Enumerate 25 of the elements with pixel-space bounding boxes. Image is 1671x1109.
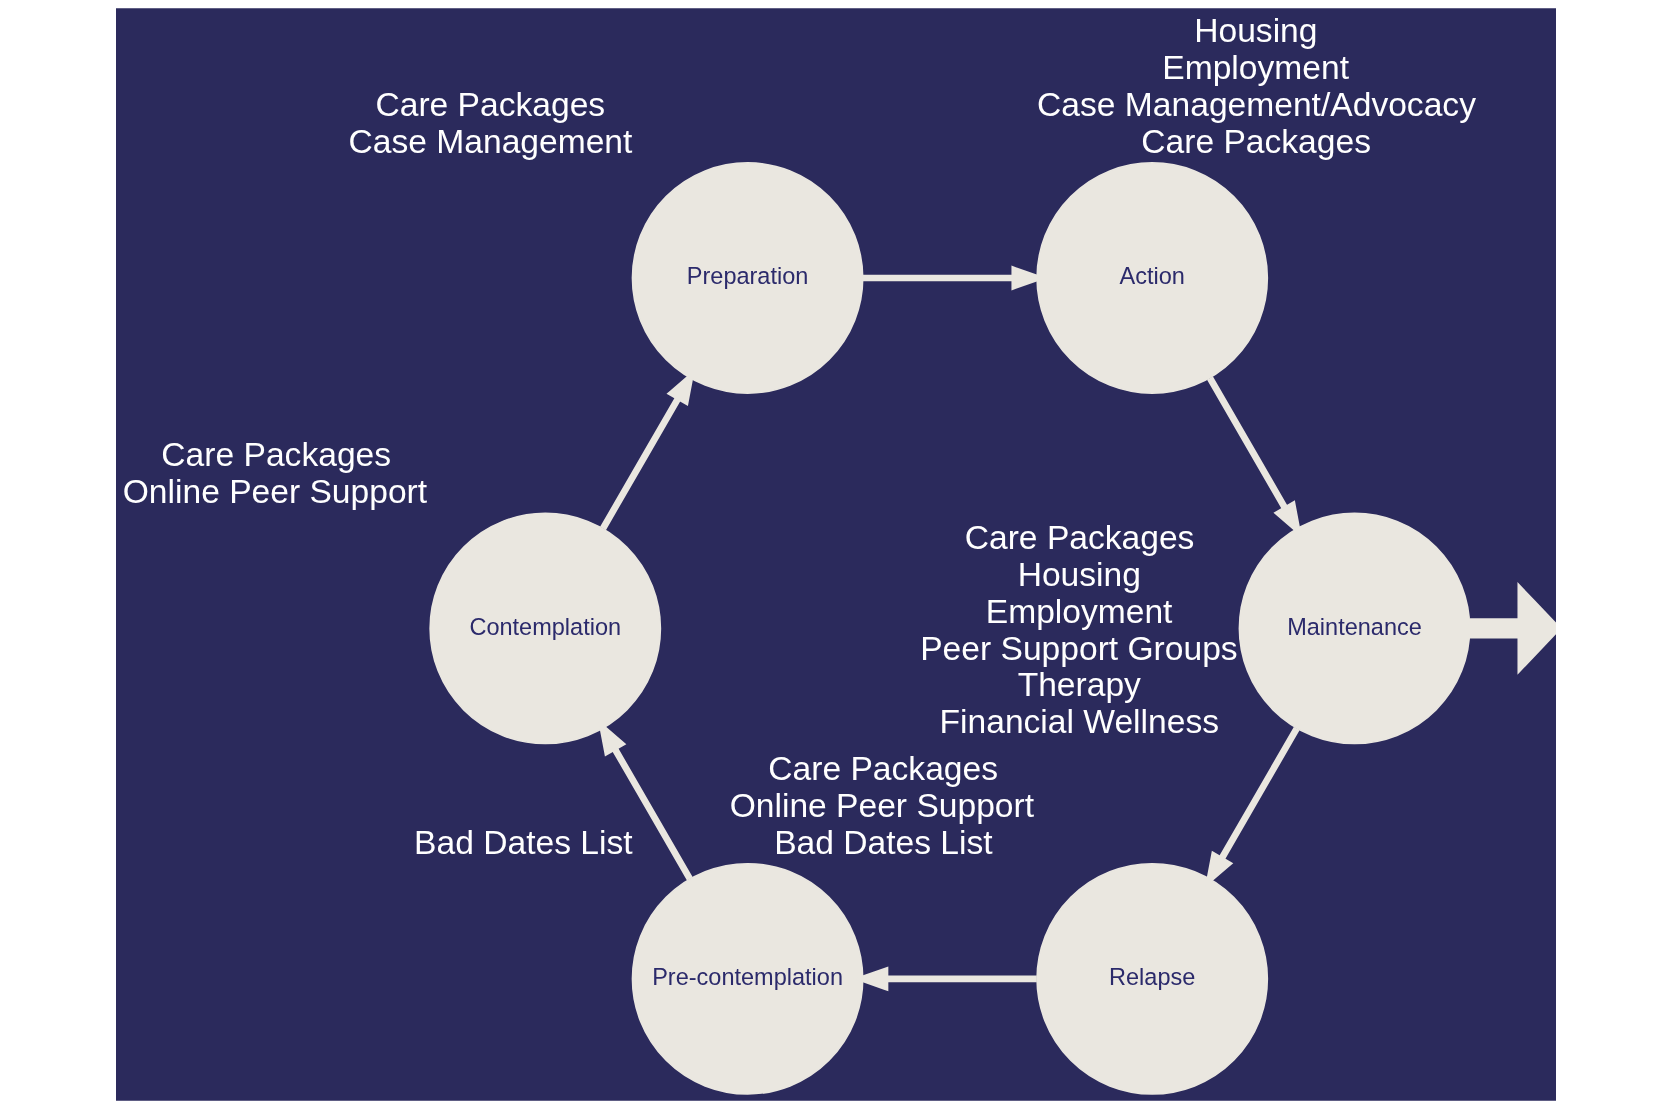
node-circle: Contemplation — [428, 512, 661, 745]
node-circle: Preparation — [631, 162, 863, 394]
node-label: Bad Dates List — [413, 823, 633, 861]
node-label: Case Management — [348, 122, 632, 160]
node-label: Care Packages — [160, 436, 391, 474]
node-label: Care Packages — [767, 749, 998, 787]
node-label: Case Management/Advocacy — [1036, 85, 1476, 123]
arrow — [1469, 582, 1556, 675]
node-circle: Relapse — [1035, 862, 1268, 1095]
node-label: Housing — [1017, 555, 1141, 593]
node-label: Care Packages — [374, 85, 605, 123]
node-circle: Action — [1035, 162, 1268, 394]
node-label: Peer Support Groups — [919, 629, 1238, 667]
node-label: Care Packages — [964, 518, 1194, 556]
node-label: Therapy — [1017, 666, 1141, 704]
node-label: Online Peer Support — [122, 473, 427, 511]
node-label: Financial Wellness — [939, 703, 1219, 741]
node-label: Care Packages — [1140, 122, 1371, 160]
node-circle: Maintenance — [1238, 512, 1470, 745]
node-label: Housing — [1193, 11, 1317, 49]
node-circle: Pre-contemplation — [631, 862, 863, 1095]
node-label: Employment — [985, 592, 1172, 630]
node-label: Employment — [1161, 48, 1349, 86]
node-label: Online Peer Support — [729, 786, 1034, 824]
node-label: Bad Dates List — [773, 823, 993, 861]
